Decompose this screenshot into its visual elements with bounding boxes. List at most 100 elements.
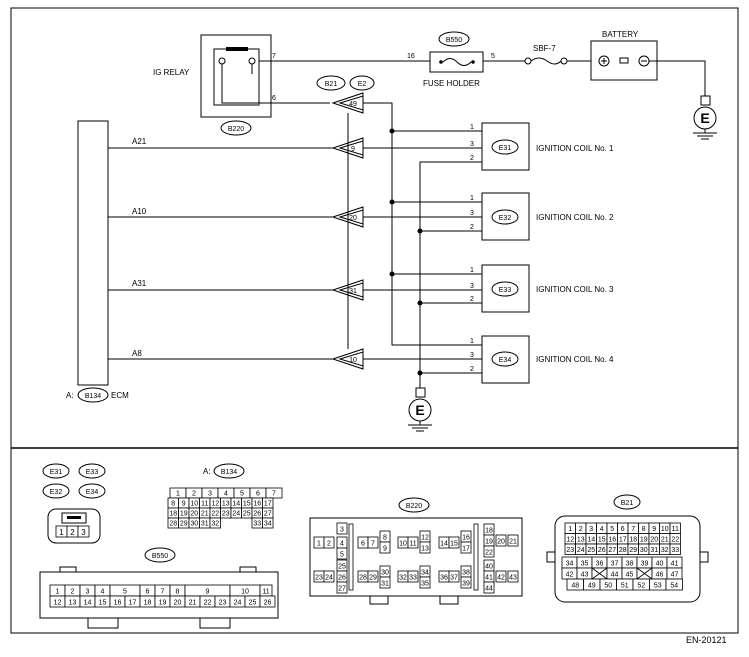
b21-pin: 16 <box>608 537 616 544</box>
coil-conn-pin-2: 2 <box>70 528 75 537</box>
b220-pin: 24 <box>325 575 333 582</box>
b21-pin: 54 <box>670 583 678 590</box>
b550-conn-tag-text: B550 <box>152 553 168 560</box>
b220-pin: 37 <box>450 575 458 582</box>
b21-pin: 24 <box>577 547 585 554</box>
b550-pin: 16 <box>114 600 122 607</box>
b21-pin: 26 <box>598 547 606 554</box>
ig-relay <box>200 34 272 118</box>
b550-pin: 26 <box>264 600 272 607</box>
b220-pin: 3 <box>340 527 344 534</box>
b220-pin-cell <box>460 576 472 589</box>
ignition-coil-1 <box>481 122 530 171</box>
coil-3-tag: E33 <box>499 287 512 294</box>
conn-tag-e32-text: E32 <box>50 489 63 496</box>
b21-pin: 12 <box>566 537 574 544</box>
b220-pin: 14 <box>440 541 448 548</box>
b21-pin: 9 <box>652 526 656 533</box>
b550-pin: 2 <box>71 589 75 596</box>
b134-pin: 24 <box>232 511 240 518</box>
b550-pin: 23 <box>219 600 227 607</box>
b21-pin: 38 <box>626 561 634 568</box>
b21-pin-cell <box>669 543 681 555</box>
b21-pin: 4 <box>600 526 604 533</box>
b134-pin: 20 <box>190 511 198 518</box>
b550-pin-cell <box>259 595 276 608</box>
b550-pin: 8 <box>176 589 180 596</box>
b220-pin: 5 <box>340 552 344 559</box>
b550-pin: 9 <box>206 589 210 596</box>
b21-conn-tag <box>613 494 641 510</box>
b21-pin: 22 <box>671 537 679 544</box>
b220-pin: 30 <box>381 570 389 577</box>
b134-pin: 19 <box>180 511 188 518</box>
b220-pin: 31 <box>381 581 389 588</box>
wire-relay-pin6 <box>221 74 330 104</box>
b21-pin: 36 <box>596 561 604 568</box>
conn-tag-e34-text: E34 <box>86 489 99 496</box>
b220-pin: 26 <box>338 575 346 582</box>
junction-pin-10: 10 <box>349 357 357 364</box>
b21-pin: 6 <box>621 526 625 533</box>
conn-tag-e33-text: E33 <box>86 469 99 476</box>
b220-pin-cell <box>336 522 348 535</box>
b21-pin: 5 <box>610 526 614 533</box>
b134-pin: 18 <box>169 511 177 518</box>
b550-pin: 14 <box>84 600 92 607</box>
b220-pin: 8 <box>383 535 387 542</box>
b220-pin-cell <box>507 534 519 547</box>
b550-tag-text: B550 <box>446 37 462 44</box>
b21-pin: 39 <box>641 561 649 568</box>
b21-pin: 25 <box>587 547 595 554</box>
b220-pin: 27 <box>338 586 346 593</box>
b220-pin-cell <box>407 570 419 583</box>
b220-pin: 22 <box>485 550 493 557</box>
ecm-pin-a10: A10 <box>132 207 147 216</box>
footer-code: EN-20121 <box>686 635 727 645</box>
fuse-icon <box>442 58 472 66</box>
b550-pin: 4 <box>101 589 105 596</box>
b220-pin: 12 <box>421 535 429 542</box>
b21-pin: 17 <box>619 537 627 544</box>
b220-pin: 6 <box>361 541 365 548</box>
b21-pin: 46 <box>656 572 664 579</box>
b220-pin-cell <box>379 576 391 589</box>
b134-pin: 16 <box>253 501 261 508</box>
b550-pin: 18 <box>144 600 152 607</box>
b134-pin: 25 <box>243 511 251 518</box>
b21-pin: 52 <box>637 583 645 590</box>
b21-pin-cell <box>665 578 683 591</box>
b21-pin: 29 <box>629 547 637 554</box>
b21-pin: 31 <box>650 547 658 554</box>
battery <box>590 40 658 81</box>
b21-pin: 2 <box>579 526 583 533</box>
b21-pin: 14 <box>587 537 595 544</box>
sbf7-label: SBF-7 <box>533 44 556 53</box>
b550-pin: 3 <box>86 589 90 596</box>
b134-pin: 5 <box>240 491 244 498</box>
b220-pin: 19 <box>485 539 493 546</box>
blank-pin-mark <box>591 567 608 580</box>
svg-text:3: 3 <box>470 210 474 217</box>
b220-pin-cell <box>448 570 460 583</box>
b21-conn-tag-text: B21 <box>621 500 634 507</box>
b550-pin: 13 <box>69 600 77 607</box>
conn-tag-e31-text: E31 <box>50 469 63 476</box>
b220-pin-cell <box>323 570 335 583</box>
b134-pin: 4 <box>224 491 228 498</box>
relay-pin-6: 6 <box>272 95 276 102</box>
b550-pin: 5 <box>123 589 127 596</box>
b220-pin: 21 <box>509 539 517 546</box>
b220-pin: 33 <box>409 575 417 582</box>
b220-conn-tag <box>398 497 430 513</box>
b134-pin: 2 <box>192 491 196 498</box>
b134-pin-cell <box>265 487 283 499</box>
blank-pin-mark <box>636 567 653 580</box>
b550-pin: 17 <box>129 600 137 607</box>
b550-pin: 15 <box>99 600 107 607</box>
b134-pin: 1 <box>176 491 180 498</box>
b220-pin: 38 <box>462 570 470 577</box>
